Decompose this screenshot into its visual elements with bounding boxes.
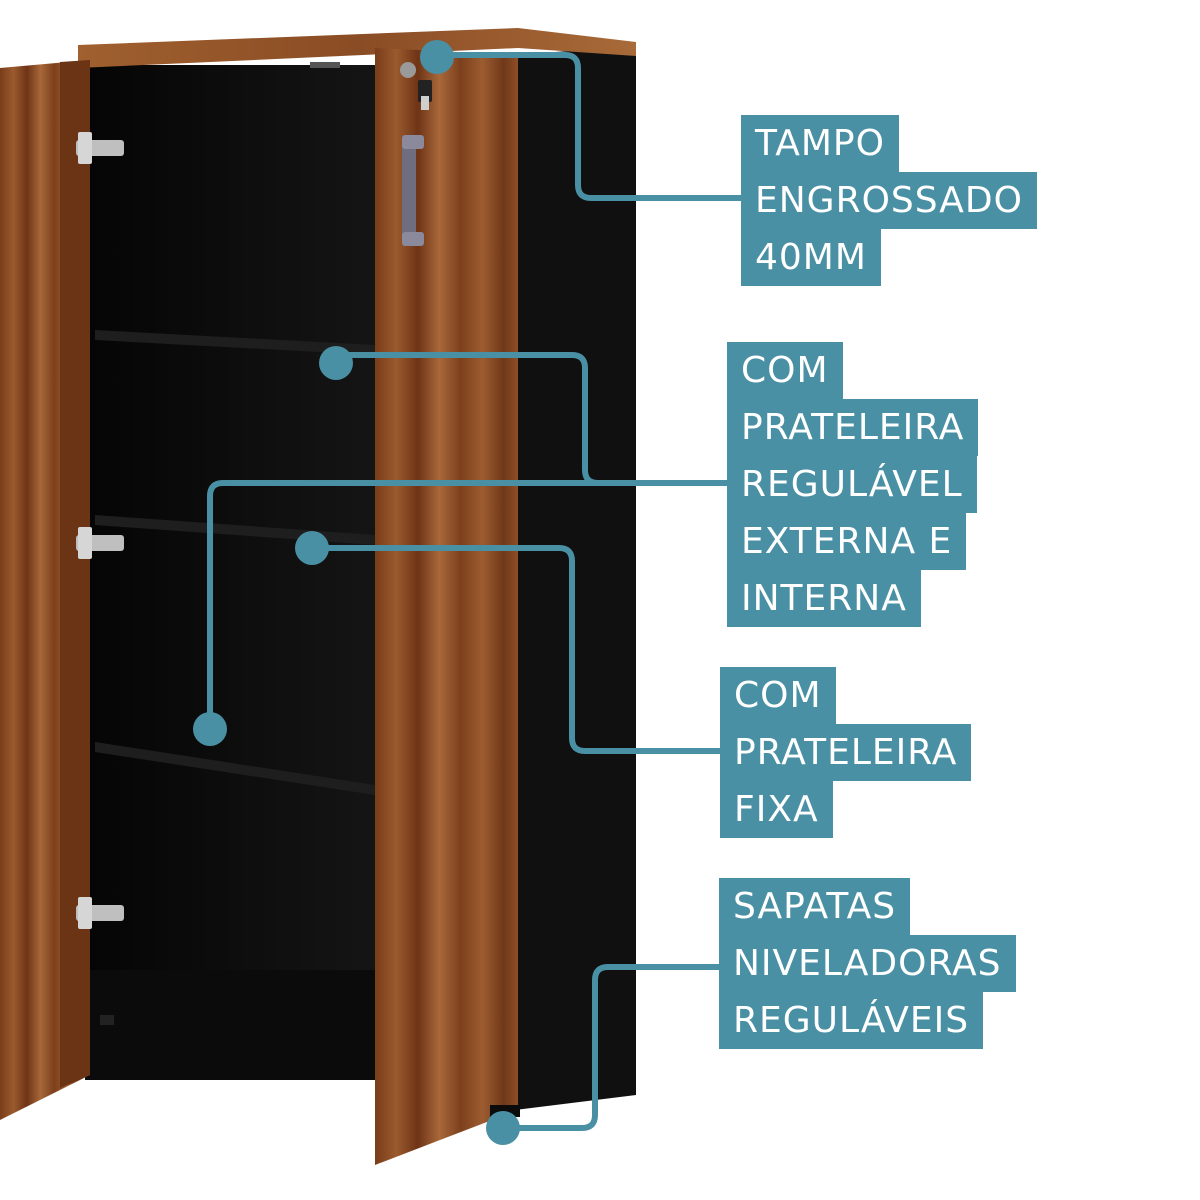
- left-door-edge: [60, 60, 90, 1088]
- right-door-panel: [375, 48, 518, 1165]
- callout-dots: [193, 40, 520, 1145]
- callout-tampo: TAMPO ENGROSSADO 40MM: [741, 115, 1037, 286]
- callout-line: REGULÁVEL: [727, 456, 977, 513]
- callout-line: PRATELEIRA: [727, 399, 979, 456]
- door-handle: [402, 135, 424, 246]
- dot-regulavel-lower: [193, 712, 227, 746]
- callout-line: COM: [720, 667, 836, 724]
- hinge-middle: [76, 527, 124, 559]
- dot-sapatas: [486, 1111, 520, 1145]
- leader-sapatas: [503, 964, 719, 1131]
- shelf-adjustable-upper: [95, 330, 375, 355]
- leader-fixa: [312, 545, 720, 754]
- callout-line: SAPATAS: [719, 878, 911, 935]
- cabinet-base: [85, 970, 385, 1080]
- leveling-foot-left: [100, 1015, 114, 1025]
- callout-lines: [207, 52, 741, 1131]
- cabinet: [78, 28, 636, 1110]
- callout-line: REGULÁVEIS: [719, 992, 984, 1049]
- callout-line: NIVELADORAS: [719, 935, 1016, 992]
- cabinet-top: [78, 28, 636, 68]
- callout-line: FIXA: [720, 781, 833, 838]
- callout-line: COM: [727, 342, 843, 399]
- cabinet-side-panel: [515, 46, 636, 1110]
- cabinet-interior: [90, 65, 380, 1070]
- callout-prateleira-fixa: COM PRATELEIRA FIXA: [720, 667, 972, 838]
- callout-line: ENGROSSADO: [741, 172, 1037, 229]
- dot-tampo: [420, 40, 454, 74]
- left-door: [0, 60, 124, 1120]
- callout-prateleira-regulavel: COM PRATELEIRA REGULÁVEL EXTERNA E INTER…: [727, 342, 979, 627]
- right-door: [375, 48, 518, 1165]
- hinge-top: [76, 132, 124, 164]
- leader-tampo: [437, 52, 741, 201]
- callout-line: EXTERNA E: [727, 513, 967, 570]
- top-notch: [310, 62, 340, 68]
- hinge-bottom: [76, 897, 124, 929]
- leader-regulavel-lower: [207, 480, 600, 727]
- callout-line: 40MM: [741, 229, 881, 286]
- dot-fixa: [295, 531, 329, 565]
- callout-sapatas: SAPATAS NIVELADORAS REGULÁVEIS: [719, 878, 1016, 1049]
- shelf-fixed: [95, 742, 375, 795]
- lock-icon: [400, 62, 432, 110]
- callout-line: TAMPO: [741, 115, 899, 172]
- dot-regulavel-upper: [319, 346, 353, 380]
- callout-line: INTERNA: [727, 570, 921, 627]
- callout-line: PRATELEIRA: [720, 724, 972, 781]
